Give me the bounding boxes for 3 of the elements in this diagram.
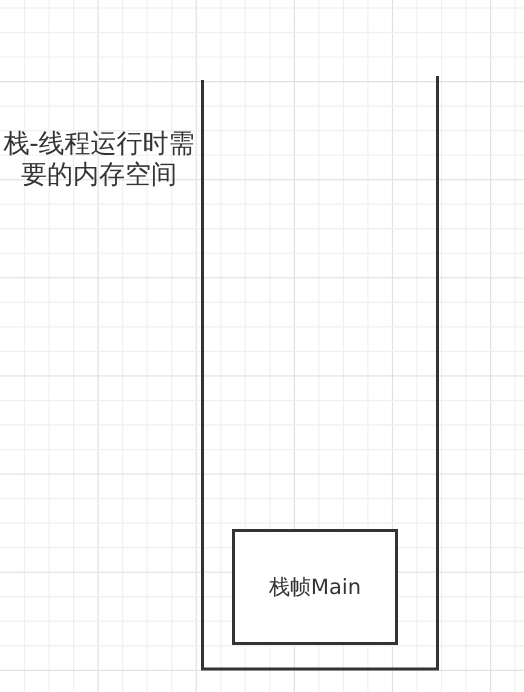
stack-frame-box [232, 529, 398, 645]
stack-heading: 栈-线程运行时需要的内存空间 [2, 129, 196, 191]
frame-label: 栈帧Main [268, 574, 362, 600]
